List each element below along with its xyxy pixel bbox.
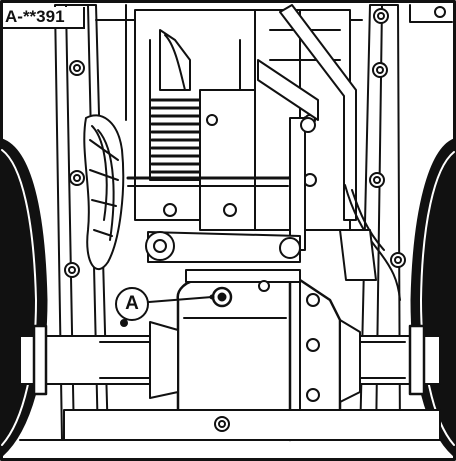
left-tire [0,138,48,457]
right-tire [410,138,456,457]
shift-rod [126,116,316,251]
alternator [134,9,261,231]
drain-plug [211,286,233,308]
left-axle [19,324,161,396]
callout-leader-line [148,296,213,303]
control-cable [339,184,401,301]
right-frame-rail [359,4,406,441]
small-bolt-mark [120,319,128,327]
fan-belt [83,114,125,270]
callout-a: A [115,287,149,321]
mounting-base [19,409,441,441]
figure-id-label: A-**391 [3,7,85,29]
idler-arm [145,231,301,263]
corner-bracket [409,4,453,23]
